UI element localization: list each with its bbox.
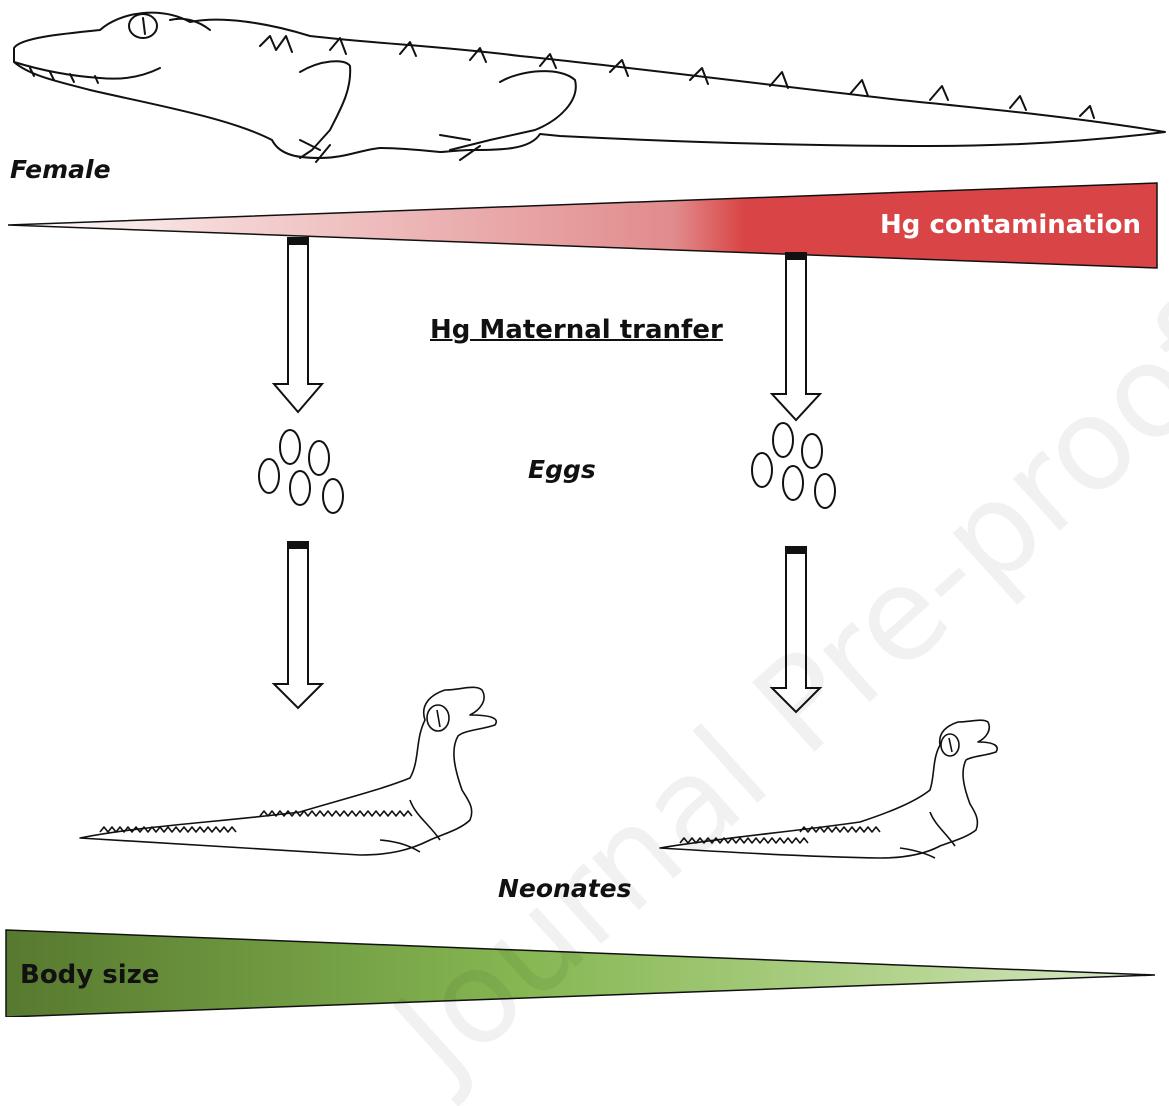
maternal-transfer-label: Hg Maternal tranfer: [430, 315, 723, 345]
female-caiman-illustration: [14, 13, 1165, 162]
diagram-canvas: [0, 0, 1169, 1017]
arrow-hatch-right: [772, 547, 820, 712]
egg-cluster-left: [259, 430, 343, 513]
neonate-left-illustration: [80, 687, 496, 855]
hg-contamination-label: Hg contamination: [880, 210, 1141, 240]
body-size-wedge: [6, 930, 1155, 1017]
neonate-right-illustration: [660, 720, 997, 858]
neonates-label: Neonates: [498, 874, 632, 903]
arrow-hatch-left: [274, 542, 322, 708]
arrow-transfer-right: [772, 253, 820, 420]
eggs-label: Eggs: [528, 455, 596, 484]
female-label: Female: [10, 155, 111, 184]
body-size-label: Body size: [20, 960, 159, 990]
egg-cluster-right: [752, 423, 835, 508]
arrow-transfer-left: [274, 238, 322, 412]
